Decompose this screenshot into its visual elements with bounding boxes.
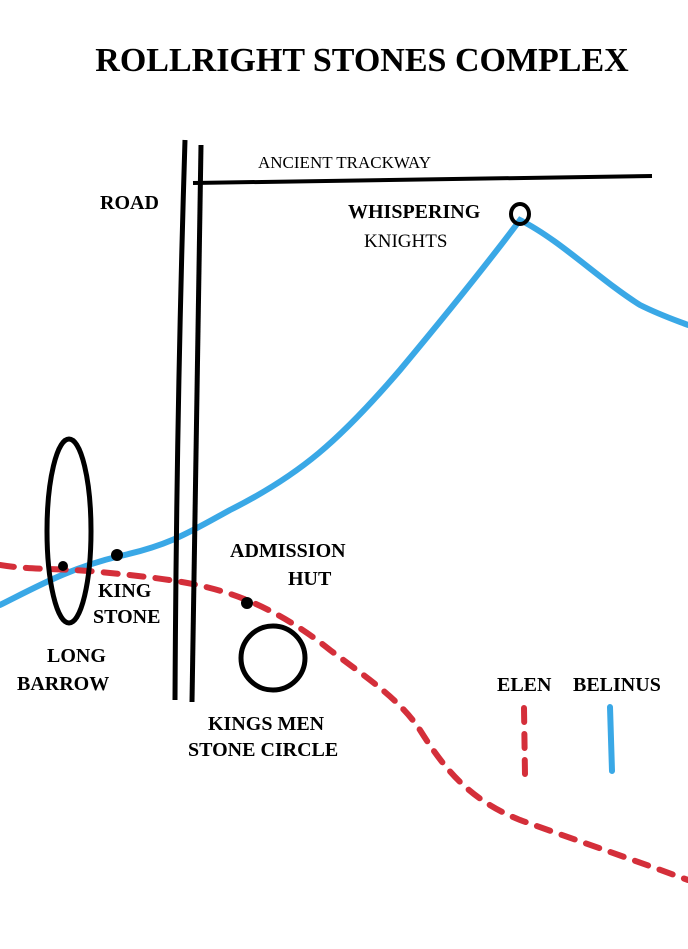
- ancient-trackway-label: ANCIENT TRACKWAY: [258, 153, 431, 172]
- admission-hut-marker: [241, 597, 253, 609]
- long-barrow-marker: [58, 561, 68, 571]
- king-stone-marker: [111, 549, 123, 561]
- kings-men-label-2: STONE CIRCLE: [188, 739, 338, 761]
- whispering-knights-label-1: WHISPERING: [348, 201, 481, 223]
- legend: ELEN BELINUS: [497, 674, 661, 778]
- road-line-left: [172, 139, 188, 701]
- long-barrow-shape: [44, 436, 94, 626]
- king-stone-label-2: STONE: [93, 606, 160, 628]
- road-line-right: [189, 144, 204, 703]
- legend-belinus-label: BELINUS: [573, 674, 661, 696]
- map-title: ROLLRIGHT STONES COMPLEX: [95, 42, 629, 79]
- whispering-knights-label-2: KNIGHTS: [364, 231, 447, 252]
- legend-belinus-swatch: [607, 704, 615, 774]
- king-stone-label-1: KING: [98, 580, 152, 602]
- whispering-knights-marker: [509, 202, 531, 226]
- long-barrow-label-1: LONG: [47, 645, 106, 667]
- legend-elen-label: ELEN: [497, 674, 552, 696]
- admission-hut-label-2: HUT: [288, 568, 332, 590]
- road-label: ROAD: [100, 192, 159, 214]
- admission-hut-label-1: ADMISSION: [230, 540, 346, 562]
- ancient-trackway: [192, 174, 653, 185]
- long-barrow-label-2: BARROW: [17, 673, 109, 695]
- kings-men-circle: [238, 623, 308, 693]
- legend-elen-swatch: [521, 705, 528, 778]
- kings-men-label-1: KINGS MEN: [208, 713, 325, 735]
